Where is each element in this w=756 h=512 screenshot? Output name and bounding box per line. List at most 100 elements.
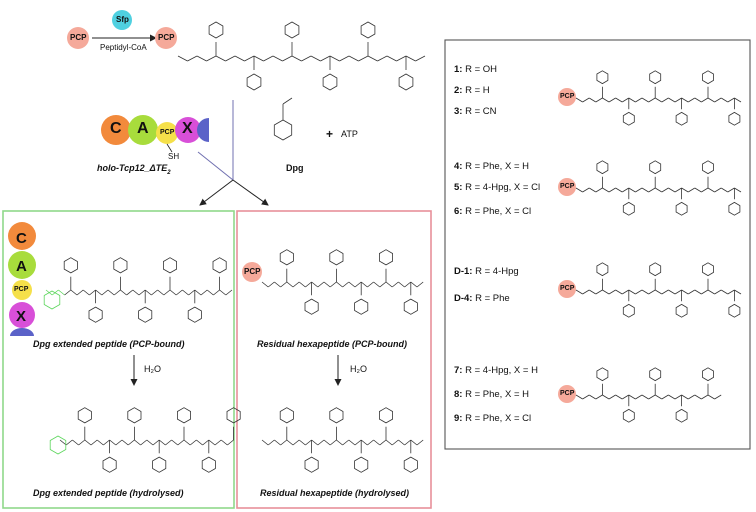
bond (215, 55, 226, 62)
bond (329, 439, 337, 446)
bond (348, 439, 356, 446)
blue-domain (197, 118, 209, 142)
bond (95, 289, 103, 296)
bond (152, 439, 160, 446)
legend-pcp-3 (558, 280, 576, 298)
bond (373, 439, 381, 446)
bond (298, 439, 306, 446)
bond (196, 439, 203, 446)
middle-product-box (236, 210, 432, 509)
cofactor-label: Peptidyl-CoA (100, 43, 147, 52)
pcp-domain (156, 122, 178, 144)
bond (305, 439, 312, 446)
bond (311, 439, 319, 446)
bond (323, 281, 331, 288)
bond (298, 281, 306, 288)
bond (687, 289, 696, 295)
bond (358, 55, 369, 62)
bond (385, 439, 393, 446)
hydroxyphenyl-ring (622, 201, 635, 216)
legend-pcp-label-3: PCP (560, 285, 575, 292)
bond (701, 187, 709, 193)
a-domain (128, 115, 158, 145)
bond (628, 97, 636, 103)
bond (177, 55, 188, 62)
bond (385, 281, 393, 288)
hydroxyphenyl-ring (212, 257, 227, 274)
sh-label: SH (168, 152, 180, 161)
bond (694, 394, 702, 400)
bond (404, 439, 412, 446)
left-title-bound: Dpg extended peptide (PCP-bound) (33, 339, 185, 349)
hydroxyphenyl-ring (360, 21, 376, 39)
bond (674, 394, 682, 400)
bond (615, 289, 623, 295)
bond (342, 439, 350, 446)
bond (714, 289, 722, 295)
bond (120, 289, 127, 296)
dpg-ring-hydrolysed (49, 435, 67, 455)
bond (377, 55, 388, 62)
bond (96, 439, 104, 446)
hydroxyphenyl-ring (127, 407, 142, 424)
hydroxyphenyl-ring (246, 73, 262, 91)
bond (628, 187, 636, 193)
bond (301, 55, 312, 62)
bond (575, 394, 583, 400)
bond (169, 289, 177, 296)
bond (648, 97, 656, 103)
legend-item-7: 7: R = 4-Hpg, X = H (454, 365, 538, 376)
hydroxyphenyl-ring (354, 298, 369, 315)
bond (158, 439, 166, 446)
bond (220, 439, 228, 446)
bond (202, 439, 210, 446)
c-domain-left-label: C (16, 230, 27, 247)
bond (272, 55, 283, 62)
bond (668, 187, 676, 193)
bond (588, 394, 597, 400)
bond (391, 281, 399, 288)
hydroxyphenyl-ring (201, 456, 216, 473)
hydroxyphenyl-ring (649, 262, 662, 277)
hydroxyphenyl-ring (378, 249, 394, 266)
bond (720, 187, 729, 193)
bond (404, 281, 412, 288)
bond (354, 439, 362, 446)
bond (398, 281, 405, 288)
bond (391, 439, 399, 446)
bond (681, 394, 689, 400)
a-domain-left (8, 251, 36, 279)
x-domain-left-label: X (16, 308, 27, 325)
hydroxyphenyl-ring (398, 73, 414, 91)
bond (687, 187, 696, 193)
legend-pcp-4 (558, 385, 576, 403)
hydroxyphenyl-ring (304, 298, 319, 315)
bond (89, 289, 96, 296)
bond (339, 55, 350, 62)
hydroxyphenyl-ring (728, 201, 741, 216)
bond (641, 289, 649, 295)
bond (323, 439, 331, 446)
bond (317, 281, 325, 288)
x-domain-left (9, 302, 35, 328)
bond (72, 439, 79, 446)
legend-pcp-1 (558, 88, 576, 106)
pcp-label-start: PCP (70, 33, 87, 42)
bond (575, 289, 583, 295)
bond (225, 55, 236, 62)
bond (714, 187, 722, 193)
bond (416, 439, 424, 446)
left-product-box (2, 210, 235, 509)
a-domain-label: A (137, 120, 149, 137)
bond (227, 439, 234, 446)
bond (379, 281, 387, 288)
bond (694, 289, 702, 295)
bond (582, 187, 590, 193)
hydroxyphenyl-ring (728, 303, 741, 318)
bond (595, 97, 603, 103)
legend-box (444, 39, 751, 450)
legend-item-2: 2: R = H (454, 85, 490, 96)
c-domain-label: C (110, 120, 122, 137)
bond (635, 97, 643, 103)
bond (661, 394, 669, 400)
